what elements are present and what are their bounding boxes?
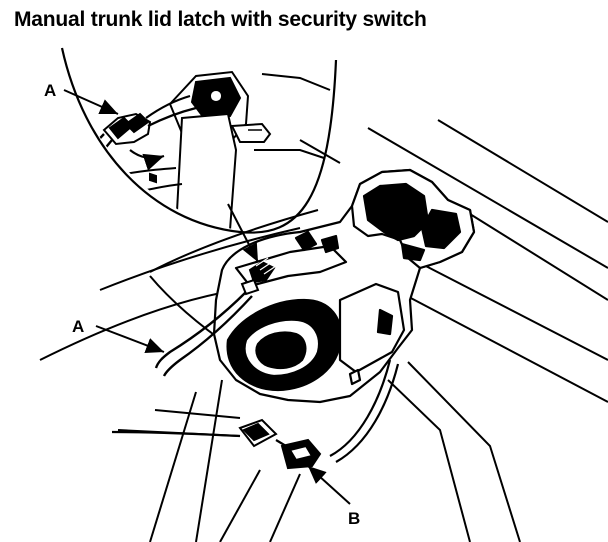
callout-b: B [348, 509, 360, 528]
wire-a [154, 291, 253, 377]
callout-a-main: A [72, 317, 84, 336]
callout-leaders [63, 89, 351, 505]
callout-a-inset: A [44, 81, 56, 100]
latch-housing [212, 168, 476, 404]
security-switch-connector [240, 257, 277, 296]
detail-inset [60, 47, 338, 234]
inset-leader-line [227, 203, 259, 263]
connector-b [280, 438, 322, 470]
wire-harness-b [111, 359, 400, 463]
diagram-title: Manual trunk lid latch with security swi… [14, 8, 427, 31]
connector-plug [238, 418, 278, 448]
